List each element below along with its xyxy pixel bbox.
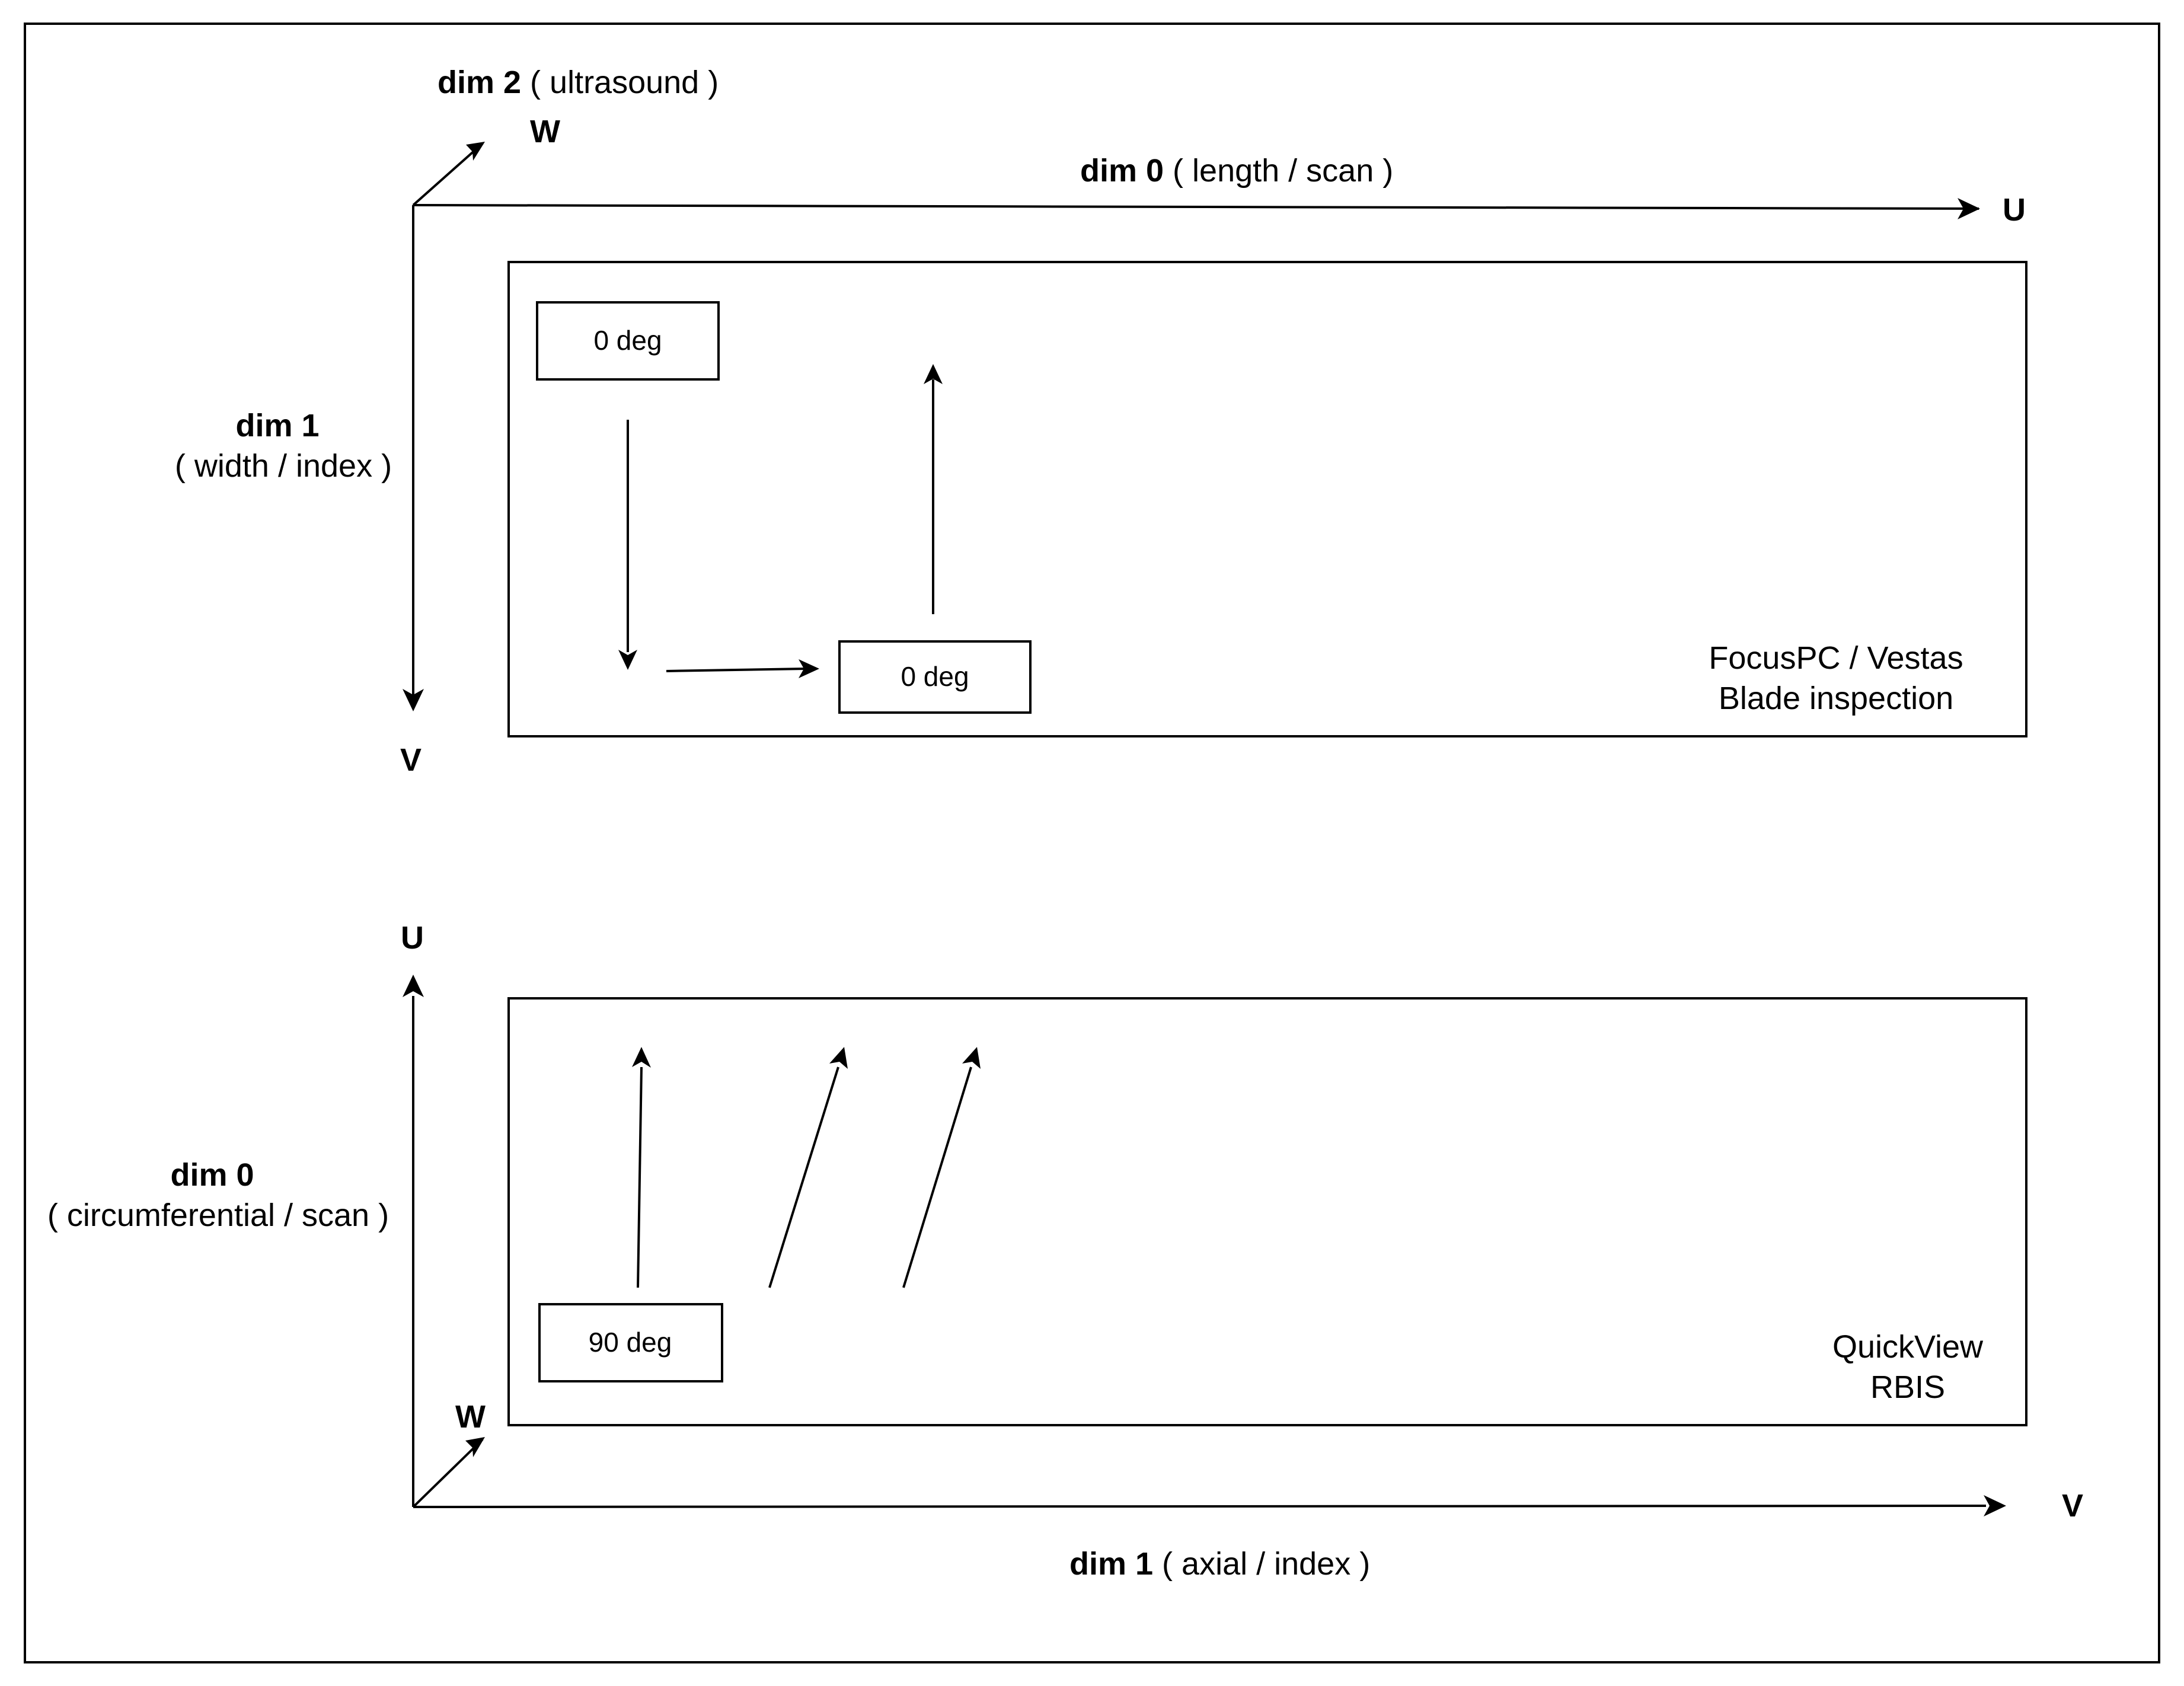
bottom-axis-w-letter: W [455,1399,486,1435]
bottom-scan-arrow-1-head [632,1047,651,1068]
top-axis-w-letter: W [530,114,560,149]
top-caption-line1: FocusPC / Vestas [1709,640,1963,676]
bottom-scan-arrow-3 [902,1066,972,1288]
bottom-panel: U dim 0 ( circumferential / scan ) W V d… [47,920,2083,1582]
top-path-right-head [799,659,819,678]
top-box-a [536,301,720,381]
bottom-axis-v-letter: V [2062,1488,2083,1524]
bottom-axis-v-head [1984,1495,2006,1516]
top-axis-v-head [403,689,424,711]
bottom-inner-panel [507,997,2027,1426]
bottom-caption-line1: QuickView [1832,1329,1984,1365]
top-axis-w-arrow [412,142,484,206]
top-dim1-label-rest: ( width / index ) [175,448,392,484]
bottom-dim0-label-bold: dim 0 [170,1157,254,1193]
bottom-scan-arrow-2 [768,1066,839,1288]
top-axis-u-arrow [413,204,1979,210]
top-inner-panel [507,261,2027,737]
bottom-axis-w-head [465,1437,485,1457]
top-axis-w-head [466,142,485,161]
outer-frame [24,23,2160,1663]
bottom-scan-arrow-2-head [829,1047,848,1069]
bottom-dim1-label: dim 1 ( axial / index ) [1069,1546,1370,1582]
bottom-axis-u-letter: U [401,920,424,956]
bottom-axis-v-arrow [413,1505,1987,1508]
top-box-b [838,640,1032,714]
top-path-down-head [618,650,637,670]
top-path-right [666,668,807,672]
top-axis-v-letter: V [400,742,422,778]
top-dim1-label-bold: dim 1 [235,408,319,443]
bottom-box [538,1303,723,1382]
top-box-a-label: 0 deg [593,325,662,356]
bottom-scan-arrow-1 [637,1066,643,1288]
bottom-box-label: 90 deg [589,1327,672,1358]
top-axis-u-letter: U [2003,192,2026,228]
top-dim2-label: dim 2 ( ultrasound ) [438,65,719,100]
top-box-b-label: 0 deg [901,661,969,692]
bottom-axis-w-arrow [412,1438,484,1508]
bottom-scan-arrow-3-head [962,1047,981,1069]
bottom-axis-u-head [403,975,424,997]
top-path-up-head [924,364,943,384]
bottom-caption-line2: RBIS [1870,1369,1945,1405]
top-caption-line2: Blade inspection [1719,681,1953,716]
top-panel: dim 2 ( ultrasound ) W dim 0 ( length / … [175,65,2027,778]
top-axis-u-head [1958,198,1980,219]
bottom-dim0-label-rest: ( circumferential / scan ) [47,1198,389,1233]
top-dim0-label: dim 0 ( length / scan ) [1080,153,1393,189]
